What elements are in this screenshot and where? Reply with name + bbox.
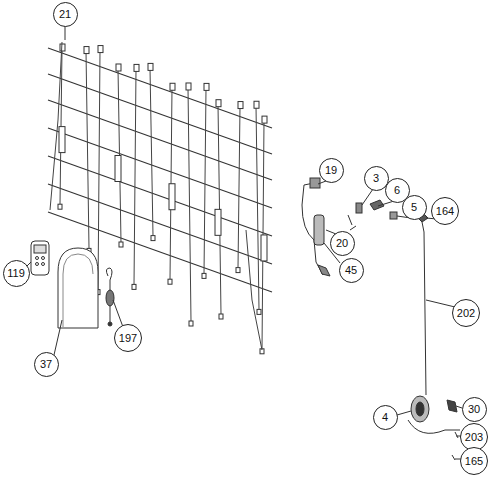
callout-number: 119 — [7, 268, 25, 279]
callout-circle: 202 — [452, 299, 480, 327]
sensor-cable — [106, 268, 114, 326]
callout-number: 164 — [436, 206, 454, 217]
callout-number: 19 — [325, 165, 337, 176]
callout-circle: 19 — [319, 158, 344, 183]
callout-circle: 164 — [431, 197, 459, 225]
leader-lines — [26, 24, 462, 459]
callout-circle: 20 — [330, 231, 355, 256]
callout-number: 4 — [382, 412, 388, 423]
callout-circle: 197 — [114, 324, 142, 352]
wire-harness — [48, 42, 272, 354]
callout-circle: 4 — [373, 405, 398, 430]
callout-number: 5 — [411, 202, 417, 213]
callout-number: 6 — [394, 185, 400, 196]
harness-202 — [408, 222, 460, 460]
callout-number: 37 — [40, 359, 52, 370]
callout-number: 202 — [457, 308, 475, 319]
callout-number: 165 — [465, 456, 483, 467]
panel — [58, 248, 98, 328]
callout-number: 197 — [119, 333, 137, 344]
callout-circle: 119 — [3, 260, 30, 287]
callout-circle: 5 — [402, 195, 427, 220]
callout-circle: 37 — [34, 352, 59, 377]
callout-number: 20 — [336, 238, 348, 249]
callout-circle: 45 — [339, 258, 364, 283]
callout-circle: 21 — [53, 2, 78, 27]
remote-control — [31, 241, 49, 275]
callout-number: 45 — [345, 265, 357, 276]
callout-number: 21 — [59, 9, 71, 20]
callout-number: 30 — [468, 404, 480, 415]
callout-circle: 30 — [462, 397, 487, 422]
callout-circle: 165 — [460, 447, 488, 475]
harness-19 — [302, 178, 330, 276]
callout-number: 203 — [465, 432, 483, 443]
callout-number: 3 — [373, 173, 379, 184]
